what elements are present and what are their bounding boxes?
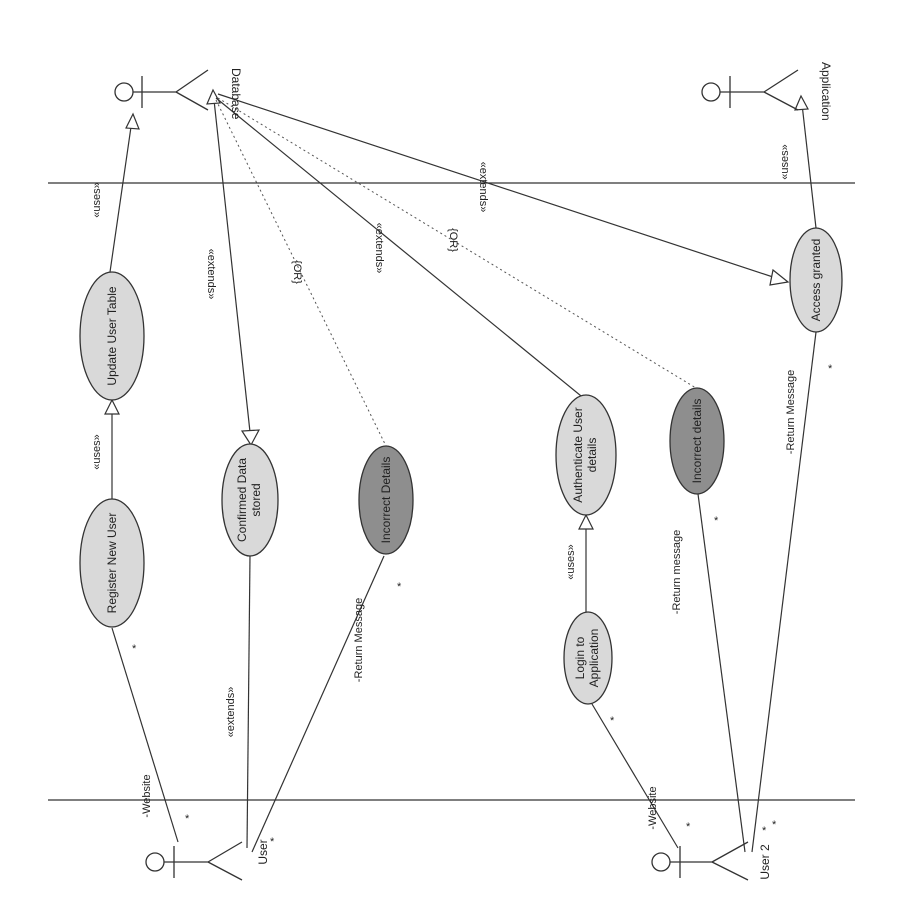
- actor-application: [701, 69, 799, 111]
- use-case-register-label: Register New User: [105, 513, 119, 614]
- connector-confirmed-to-user: [246, 554, 251, 849]
- arrowhead-database-1: [206, 88, 221, 105]
- multiplicity-incorrect: *: [397, 581, 402, 593]
- multiplicity-user2-b: *: [772, 819, 777, 831]
- connector-update-to-database: [109, 119, 133, 273]
- label-return-message-user: -Return Message: [353, 598, 365, 682]
- actor-user: [145, 841, 243, 881]
- connector-database-to-confirmed: [213, 99, 251, 433]
- use-case-incorrect-ellipse: [358, 445, 414, 555]
- label-extends-database-authenticate: «extends»: [373, 223, 385, 274]
- label-uses-update-database: «uses»: [91, 182, 103, 217]
- label-uses-access-application: «uses»: [779, 144, 791, 179]
- arrowhead-authenticate: [578, 513, 594, 530]
- actor-database: [114, 69, 209, 111]
- use-case-incorrect-details-2[interactable]: Incorrect details: [669, 387, 725, 495]
- use-case-login-ellipse: [563, 611, 613, 705]
- connector-incorrect-to-user: [251, 555, 385, 853]
- connector-or-incorrect-1: [215, 99, 387, 447]
- label-extends-database-access: «extends»: [477, 162, 489, 213]
- use-case-login-to-application[interactable]: Login to Application: [563, 611, 613, 705]
- label-website-user: -Website: [141, 774, 153, 817]
- actor-user-head: [145, 852, 165, 872]
- arrowhead-application: [794, 94, 809, 111]
- use-case-incorrect-details[interactable]: Incorrect Details: [358, 445, 414, 555]
- use-case-login-label-2: Application: [587, 629, 601, 688]
- use-case-confirmed-label-1: Confirmed Data: [235, 458, 249, 542]
- use-case-register-ellipse: [79, 498, 145, 628]
- multiplicity-incorrect2: *: [714, 515, 719, 527]
- connector-login-to-user2: [591, 703, 679, 849]
- use-case-confirmed-ellipse: [221, 443, 279, 557]
- use-case-access-granted[interactable]: Access granted: [789, 227, 843, 333]
- connector-database-to-access: [217, 93, 777, 279]
- use-case-authenticate-ellipse: [555, 394, 617, 516]
- use-case-register-new-user[interactable]: Register New User: [79, 498, 145, 628]
- multiplicity-register: *: [132, 643, 137, 655]
- connector-database-to-authenticate: [215, 97, 587, 401]
- label-extends-database-confirmed: «extends»: [205, 249, 217, 300]
- arrowhead-update-to-database: [125, 112, 140, 130]
- use-case-authenticate-label-2: details: [585, 438, 599, 473]
- use-case-incorrect2-label: Incorrect details: [690, 399, 704, 484]
- connector-access-to-application: [801, 103, 817, 229]
- label-uses-login-authenticate: «uses»: [565, 544, 577, 579]
- actor-label-database: Database: [229, 68, 243, 120]
- arrowhead-register-to-update: [104, 398, 120, 415]
- actor-application-head: [701, 82, 721, 102]
- multiplicity-login: *: [610, 715, 615, 727]
- actor-application-body: [720, 69, 799, 111]
- arrowhead-confirmed: [240, 429, 261, 447]
- actor-database-body: [133, 69, 209, 111]
- actor-label-user2: User 2: [758, 844, 772, 880]
- use-case-update-ellipse: [79, 271, 145, 401]
- label-return-message-user2: -Return message: [671, 530, 683, 614]
- arrowhead-access: [769, 268, 790, 286]
- use-case-update-user-table[interactable]: Update User Table: [79, 271, 145, 401]
- use-case-login-label-1: Login to: [573, 636, 587, 679]
- actor-label-application: Application: [819, 62, 833, 121]
- use-case-authenticate-user-details[interactable]: Authenticate User details: [555, 394, 617, 516]
- connector-or-incorrect-2: [217, 97, 697, 389]
- use-case-access-ellipse: [789, 227, 843, 333]
- actor-database-head: [114, 82, 134, 102]
- use-case-confirmed-data-stored[interactable]: Confirmed Data stored: [221, 443, 279, 557]
- use-case-access-label: Access granted: [809, 239, 823, 322]
- actor-user-body: [164, 841, 243, 881]
- multiplicity-user-website: *: [185, 813, 190, 825]
- use-case-confirmed-label-2: stored: [249, 483, 263, 516]
- label-or-2: {OR}: [447, 228, 459, 252]
- label-return-message-access: -Return Message: [785, 370, 797, 454]
- connector-access-to-user2: [751, 331, 817, 853]
- actor-user2-head: [651, 852, 671, 872]
- multiplicity-access: *: [828, 363, 833, 375]
- use-case-incorrect2-ellipse: [669, 387, 725, 495]
- actor-user2: [651, 841, 749, 881]
- label-extends-confirmed-user: «extends»: [225, 687, 237, 738]
- connector-register-to-user: [111, 627, 179, 843]
- actor-user2-body: [670, 841, 749, 881]
- use-case-incorrect-label: Incorrect Details: [379, 457, 393, 544]
- use-case-authenticate-label-1: Authenticate User: [571, 407, 585, 502]
- label-or-1: {OR}: [291, 260, 303, 284]
- multiplicity-user2-website: *: [686, 821, 691, 833]
- connector-incorrect2-to-user2: [697, 493, 746, 853]
- label-uses-register-update: «uses»: [91, 434, 103, 469]
- label-website-user2: -Website: [647, 786, 659, 829]
- multiplicity-user: *: [270, 836, 275, 848]
- multiplicity-user2-a: *: [762, 825, 767, 837]
- actor-label-user: User: [256, 839, 270, 864]
- use-case-update-label: Update User Table: [105, 286, 119, 385]
